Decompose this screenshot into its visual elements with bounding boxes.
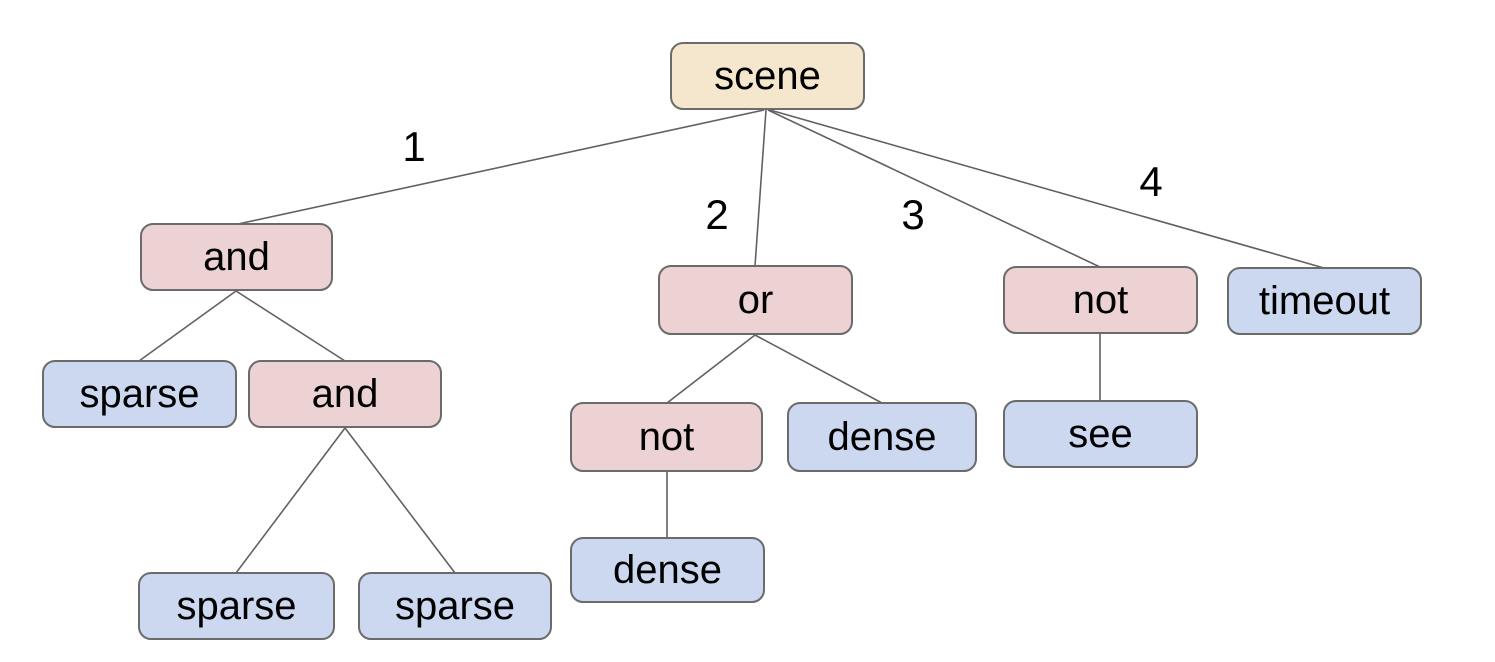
tree-node-label: or (737, 278, 774, 322)
tree-node-sparse-2: sparse (138, 572, 335, 640)
tree-node-dense-1: dense (787, 402, 977, 472)
tree-node-label: sparse (394, 584, 516, 628)
tree-node-label: dense (613, 548, 722, 592)
tree-node-sparse-1: sparse (42, 360, 237, 428)
tree-node-dense-2: dense (570, 537, 765, 603)
tree-edge-or-1-dense-1 (754, 334, 883, 404)
tree-node-label: timeout (1258, 279, 1391, 323)
edge-label-scene-or-1: 2 (705, 191, 729, 238)
tree-edge-scene-timeout (769, 109, 1325, 269)
tree-node-and-2: and (248, 360, 442, 428)
tree-node-not-2: not (570, 402, 763, 472)
tree-node-not-1: not (1003, 266, 1198, 334)
tree-edge-and-2-sparse-2 (235, 427, 346, 574)
tree-node-and-1: and (140, 223, 333, 291)
edge-label-scene-not-1: 3 (901, 191, 925, 238)
edge-label-scene-timeout: 4 (1139, 158, 1163, 205)
tree-node-label: not (1072, 278, 1129, 322)
tree-node-label: sparse (176, 584, 297, 628)
tree-node-label: not (638, 415, 695, 459)
tree-edge-and-2-sparse-3 (344, 427, 456, 574)
tree-node-timeout: timeout (1227, 267, 1422, 335)
tree-node-label: dense (827, 415, 937, 459)
tree-node-label: sparse (79, 372, 200, 416)
tree-node-label: and (203, 235, 270, 279)
tree-edge-scene-and-1 (237, 109, 765, 225)
tree-edge-scene-or-1 (754, 109, 767, 267)
edge-label-scene-and-1: 1 (402, 123, 426, 170)
tree-edge-and-1-and-2 (235, 290, 346, 362)
tree-node-see: see (1003, 400, 1198, 468)
tree-node-or-1: or (658, 265, 853, 335)
tree-edge-scene-not-1 (767, 109, 1101, 268)
tree-edge-or-1-not-2 (666, 334, 756, 404)
tree-edge-and-1-sparse-1 (138, 290, 237, 362)
tree-node-sparse-3: sparse (358, 572, 552, 640)
tree-node-label: see (1068, 412, 1133, 456)
tree-node-scene: scene (670, 42, 865, 110)
tree-node-label: and (311, 372, 379, 416)
tree-node-label: scene (714, 54, 821, 98)
